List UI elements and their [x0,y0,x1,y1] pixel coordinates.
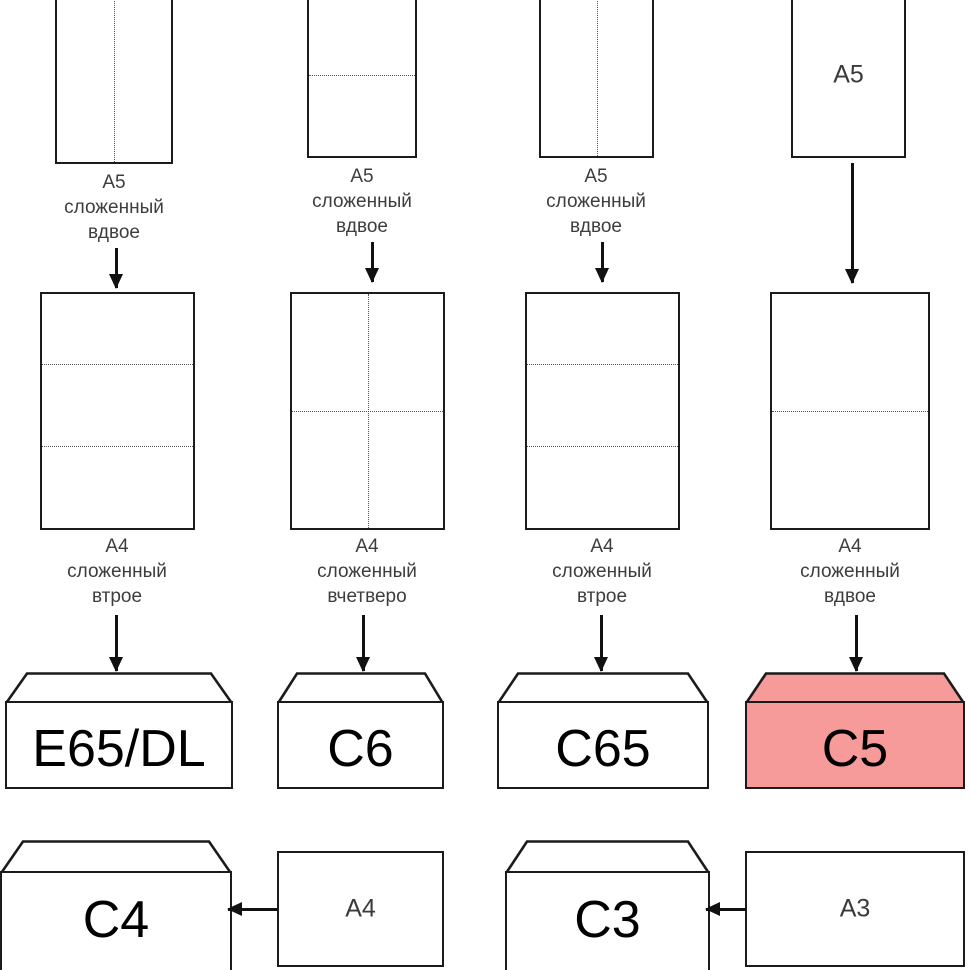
sheet-a4-col4 [770,292,930,530]
envelope-flap-icon [745,672,965,704]
envelope-body [497,701,709,789]
envelope-flap-icon [5,672,233,704]
sheet-label-a3: A3 [839,894,871,923]
caption-col3-top: A5 сложенный вдвое [546,166,646,238]
caption-col4-mid: A4 сложенный вдвое [800,536,900,608]
arrow-col4-mid-to-env [855,615,858,671]
sheet-a4-col2 [290,292,445,530]
fold-line-horizontal-upper [527,364,678,366]
envelope-flap-icon [505,840,710,874]
sheet-a4-col1 [40,292,195,530]
envelope-c6[interactable]: C6 [277,672,444,789]
sheet-label-a4: A4 [345,894,376,923]
arrow-col2-top-to-mid [371,242,374,282]
caption-col1-mid: A4 сложенный втрое [67,536,167,608]
envelope-label: C5 [821,720,889,778]
envelope-body [505,871,710,970]
fold-line-horizontal-lower [527,446,678,448]
fold-line-horizontal [309,75,415,76]
envelope-e65-dl[interactable]: E65/DL [5,672,233,789]
envelope-body [5,701,233,789]
caption-col2-top: A5 сложенный вдвое [312,166,412,238]
sheet-a5-col2 [307,0,417,158]
fold-line-horizontal [292,411,443,412]
envelope-flap-icon [277,672,444,704]
sheet-a5-col4: A5 [791,0,906,158]
arrow-col4-top-to-mid [851,163,854,283]
arrow-col1-mid-to-env [115,615,118,671]
fold-line-horizontal-upper [42,364,193,366]
arrow-a4-to-c4 [228,908,277,911]
caption-col2-mid: A4 сложенный вчетверо [317,536,417,608]
fold-line-horizontal-lower [42,446,193,448]
sheet-label-a5: A5 [833,60,864,89]
sheet-a4-bottom: A4 [277,851,444,967]
arrow-col1-top-to-mid [115,248,118,288]
sheet-a3-bottom: A3 [745,851,965,967]
caption-col3-mid: A4 сложенный втрое [552,536,652,608]
sheet-a5-col1 [55,0,173,164]
fold-line-vertical [114,0,115,162]
envelope-label: E65/DL [32,720,206,778]
envelope-body [745,701,965,789]
fold-line-horizontal [772,411,928,412]
envelope-c5[interactable]: C5 [745,672,965,789]
arrow-col2-mid-to-env [362,615,365,671]
envelope-body [0,871,232,970]
arrow-col3-mid-to-env [600,615,603,671]
envelope-body [277,701,444,789]
sheet-a5-col3 [539,0,654,158]
envelope-label: C6 [327,720,394,778]
envelope-c3[interactable]: C3 [505,840,710,970]
arrow-col3-top-to-mid [601,242,604,282]
envelope-flap-icon [497,672,709,704]
envelope-c4[interactable]: C4 [0,840,232,970]
caption-col1-top: A5 сложенный вдвое [64,172,164,244]
fold-line-vertical [596,0,598,156]
envelope-label: C3 [574,891,641,949]
arrow-a3-to-c3 [706,908,746,911]
envelope-label: C65 [555,720,651,778]
envelope-label: C4 [82,891,150,949]
envelope-c65[interactable]: C65 [497,672,709,789]
envelope-flap-icon [0,840,232,874]
sheet-a4-col3 [525,292,680,530]
